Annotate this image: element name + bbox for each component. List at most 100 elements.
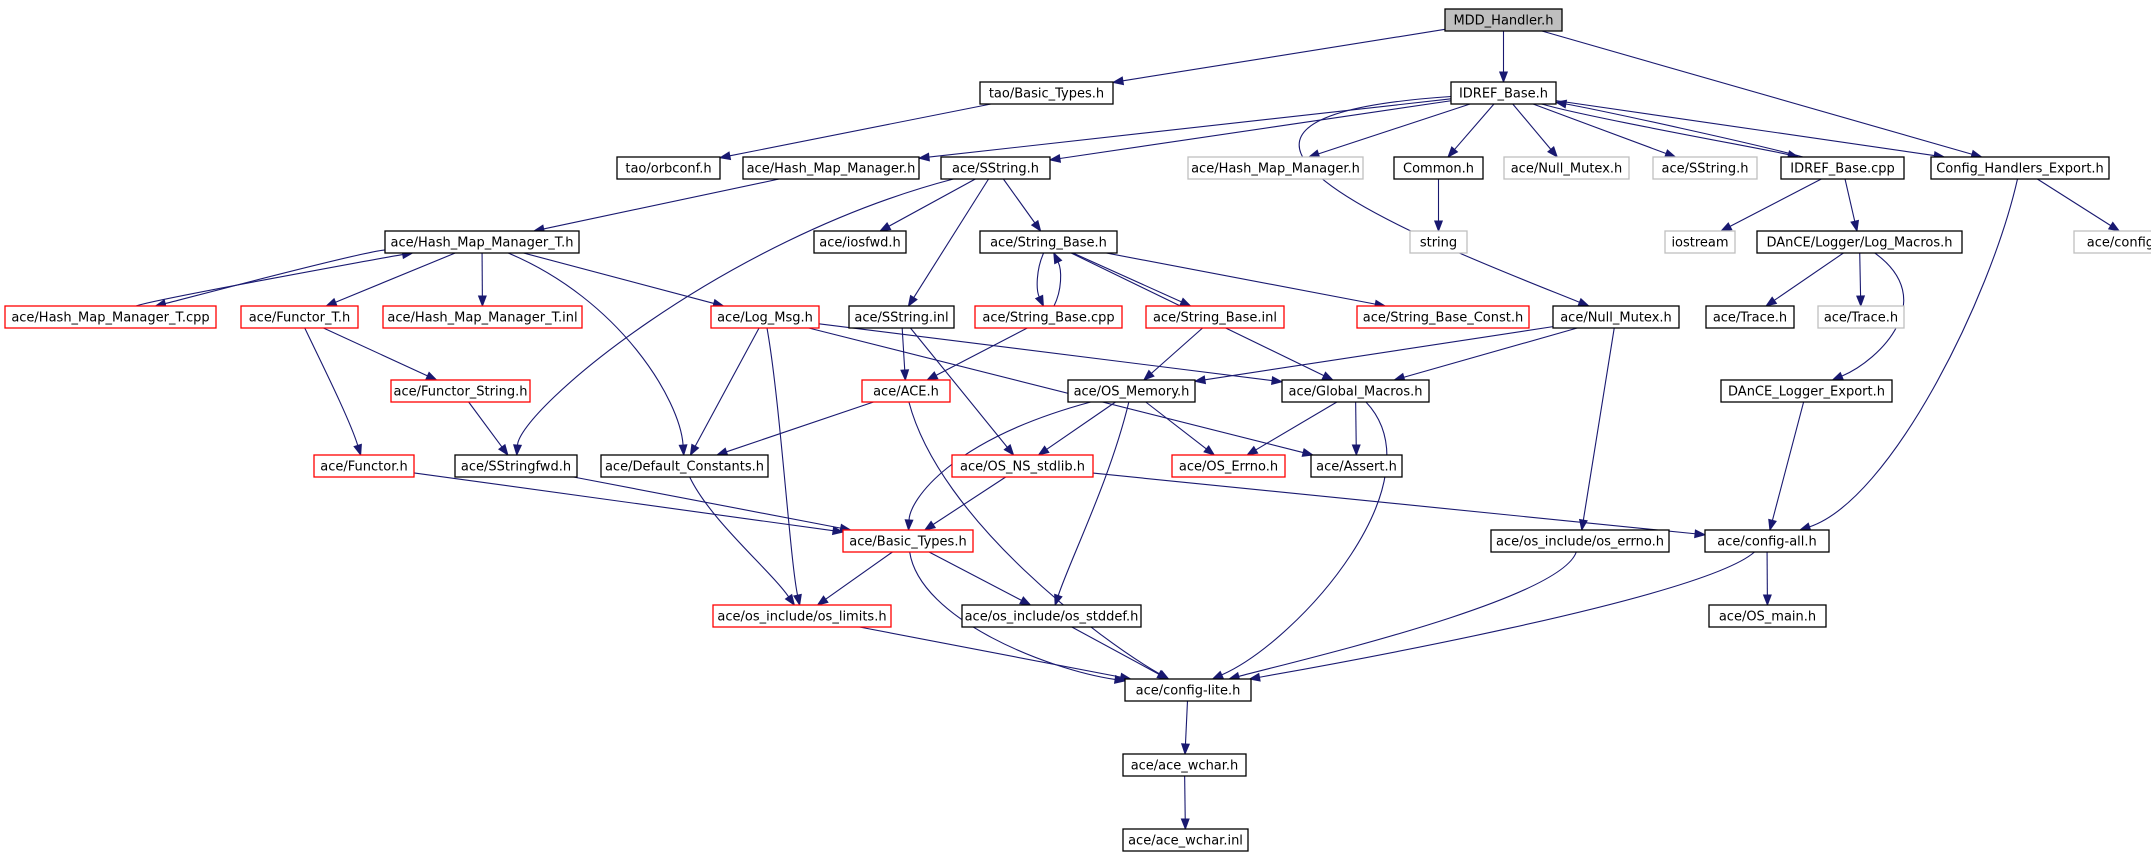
node-label: DAnCE_Logger_Export.h — [1728, 385, 1885, 400]
node-ace-string-base-h[interactable]: ace/String_Base.h — [979, 230, 1118, 254]
node-idref-base-h[interactable]: IDREF_Base.h — [1450, 81, 1557, 105]
node-ace-sstring-inl[interactable]: ace/SString.inl — [848, 305, 955, 329]
edge-line — [135, 254, 403, 307]
edge-arrowhead — [1433, 220, 1444, 233]
node-ace-functor-t-h[interactable]: ace/Functor_T.h — [240, 305, 359, 329]
node-idref-base-cpp[interactable]: IDREF_Base.cpp — [1780, 156, 1905, 180]
edge-line — [543, 178, 780, 230]
edge-arrowhead — [1447, 146, 1459, 159]
edge-arrowhead — [1768, 518, 1777, 532]
node-tao-orbconf-h[interactable]: tao/orbconf.h — [616, 156, 721, 180]
node-ace-sstring-h[interactable]: ace/SString.h — [940, 156, 1051, 180]
edge-ace-hash-map-manager-h-to-ace-hash-map-manager-t-h — [532, 178, 780, 234]
node-config-handlers-export-h[interactable]: Config_Handlers_Export.h — [1930, 156, 2110, 180]
edge-arrowhead — [900, 369, 910, 382]
node-label: ace/SString.h — [952, 162, 1039, 177]
edge-line — [1532, 103, 1667, 155]
node-box — [1720, 379, 1893, 403]
edge-arrowhead — [1048, 153, 1062, 163]
node-ace-os-include-os-stddef-h[interactable]: ace/os_include/os_stddef.h — [961, 604, 1142, 628]
edge-line — [1773, 252, 1844, 301]
node-label: ace/Basic_Types.h — [849, 535, 966, 550]
node-ace-os-errno-h[interactable]: ace/OS_Errno.h — [1171, 454, 1286, 478]
node-box — [1705, 305, 1795, 329]
edge-arrowhead — [1664, 149, 1677, 158]
node-ace-functor-h[interactable]: ace/Functor.h — [313, 454, 415, 478]
edge-arrowhead — [1850, 219, 1860, 233]
edge-arrowhead — [1019, 596, 1032, 606]
edge-ace-string-base-h-to-ace-string-base-cpp — [1034, 252, 1045, 308]
edge-idref-base-h-to-ace-hash-map-manager-h-ext — [1307, 103, 1471, 159]
edge-line — [932, 476, 1007, 525]
node-box — [1503, 156, 1630, 180]
node-ace-os-memory-h[interactable]: ace/OS_Memory.h — [1067, 379, 1196, 403]
edge-arrowhead — [353, 443, 362, 457]
node-tao-basic-types-h[interactable]: tao/Basic_Types.h — [979, 81, 1114, 105]
node-common-h[interactable]: Common.h — [1393, 156, 1484, 180]
node-box — [616, 156, 721, 180]
node-ace-sstringfwd-h[interactable]: ace/SStringfwd.h — [454, 454, 578, 478]
node-ace-functor-string-h[interactable]: ace/Functor_String.h — [390, 379, 531, 403]
edge-ace-sstring-inl-to-ace-os-ns-stdlib-h — [910, 327, 1015, 457]
edge-ace-config-lite-h-to-ace-ace-wchar-h — [1180, 700, 1191, 756]
edge-ace-hash-map-manager-t-h-to-ace-functor-t-h — [324, 252, 456, 307]
edge-line — [1512, 103, 1552, 150]
node-ace-os-include-os-limits-h[interactable]: ace/os_include/os_limits.h — [712, 604, 892, 628]
node-ace-os-main-h[interactable]: ace/OS_main.h — [1708, 604, 1827, 628]
edge-ace-hash-map-manager-t-h-to-ace-default-constants-h — [507, 252, 688, 457]
node-ace-iosfwd-h[interactable]: ace/iosfwd.h — [813, 230, 907, 254]
node-box — [710, 305, 820, 329]
edge-line — [908, 401, 1161, 675]
edge-arrowhead — [923, 520, 937, 531]
node-ace-os-include-os-errno-h[interactable]: ace/os_include/os_errno.h — [1490, 529, 1670, 553]
node-mdd-handler-h[interactable]: MDD_Handler.h — [1444, 8, 1563, 32]
node-ace-ace-wchar-h[interactable]: ace/ace_wchar.h — [1122, 753, 1247, 777]
node-box — [1552, 305, 1680, 329]
edge-line — [1355, 401, 1357, 446]
edge-idref-base-h-to-ace-sstring-h — [1048, 100, 1452, 163]
node-ace-hash-map-manager-t-h[interactable]: ace/Hash_Map_Manager_T.h — [384, 230, 580, 254]
edge-line — [1255, 401, 1338, 451]
node-ace-string-base-cpp[interactable]: ace/String_Base.cpp — [974, 305, 1123, 329]
node-ace-string-base-inl[interactable]: ace/String_Base.inl — [1145, 305, 1285, 329]
edge-ace-string-base-cpp-to-ace-ace-h — [925, 327, 1028, 381]
node-dance-logger-export-h[interactable]: DAnCE_Logger_Export.h — [1720, 379, 1893, 403]
node-label: ace/ACE.h — [873, 385, 939, 400]
node-ace-default-constants-h[interactable]: ace/Default_Constants.h — [600, 454, 769, 478]
node-ace-hash-map-manager-t-inl[interactable]: ace/Hash_Map_Manager_T.inl — [382, 305, 583, 329]
edge-ace-sstring-h-to-ace-string-base-h — [1002, 178, 1042, 233]
node-ace-config-lite-h[interactable]: ace/config-lite.h — [1124, 678, 1252, 702]
edge-dance-log-macros-h-to-ace-trace-h — [1764, 252, 1844, 307]
node-ace-basic-types-h[interactable]: ace/Basic_Types.h — [842, 529, 974, 553]
edge-arrowhead — [1054, 593, 1063, 607]
node-ace-null-mutex-h[interactable]: ace/Null_Mutex.h — [1552, 305, 1680, 329]
node-ace-ace-wchar-inl[interactable]: ace/ace_wchar.inl — [1122, 828, 1249, 852]
node-label: Config_Handlers_Export.h — [1936, 162, 2104, 177]
node-ace-os-ns-stdlib-h[interactable]: ace/OS_NS_stdlib.h — [951, 454, 1094, 478]
node-ace-global-macros-h[interactable]: ace/Global_Macros.h — [1281, 379, 1430, 403]
node-ace-ace-h[interactable]: ace/ACE.h — [861, 379, 951, 403]
edge-ace-hash-map-manager-t-cpp-to-ace-hash-map-manager-t-h — [135, 250, 415, 307]
node-dance-log-macros-h[interactable]: DAnCE/Logger/Log_Macros.h — [1756, 230, 1963, 254]
node-ace-trace-h[interactable]: ace/Trace.h — [1705, 305, 1795, 329]
node-ace-hash-map-manager-h[interactable]: ace/Hash_Map_Manager.h — [742, 156, 920, 180]
node-box — [940, 156, 1051, 180]
edge-ace-log-msg-h-to-ace-os-include-os-limits-h — [766, 327, 802, 607]
node-ace-assert-h[interactable]: ace/Assert.h — [1310, 454, 1403, 478]
node-ace-string-base-const-h[interactable]: ace/String_Base_Const.h — [1356, 305, 1530, 329]
edge-config-handlers-export-h-to-ace-config-all-h-ext — [2037, 178, 2121, 232]
edge-line — [1844, 178, 1856, 222]
node-ace-config-all-h[interactable]: ace/config-all.h — [1704, 529, 1830, 553]
edge-arrowhead — [1498, 71, 1509, 84]
edge-ace-default-constants-h-to-ace-os-include-os-limits-h — [689, 476, 796, 607]
edge-ace-os-include-os-stddef-h-to-ace-config-lite-h — [1071, 626, 1169, 680]
edge-line — [910, 327, 1008, 448]
edge-line — [1184, 775, 1186, 820]
node-ace-log-msg-h[interactable]: ace/Log_Msg.h — [710, 305, 820, 329]
node-label: string — [1420, 236, 1457, 251]
node-label: ace/iosfwd.h — [819, 236, 900, 251]
node-box — [1356, 305, 1530, 329]
edge-line — [808, 327, 1304, 454]
node-ace-hash-map-manager-t-cpp[interactable]: ace/Hash_Map_Manager_T.cpp — [4, 305, 217, 329]
edge-ace-string-base-h-to-ace-string-base-inl — [1072, 252, 1192, 307]
